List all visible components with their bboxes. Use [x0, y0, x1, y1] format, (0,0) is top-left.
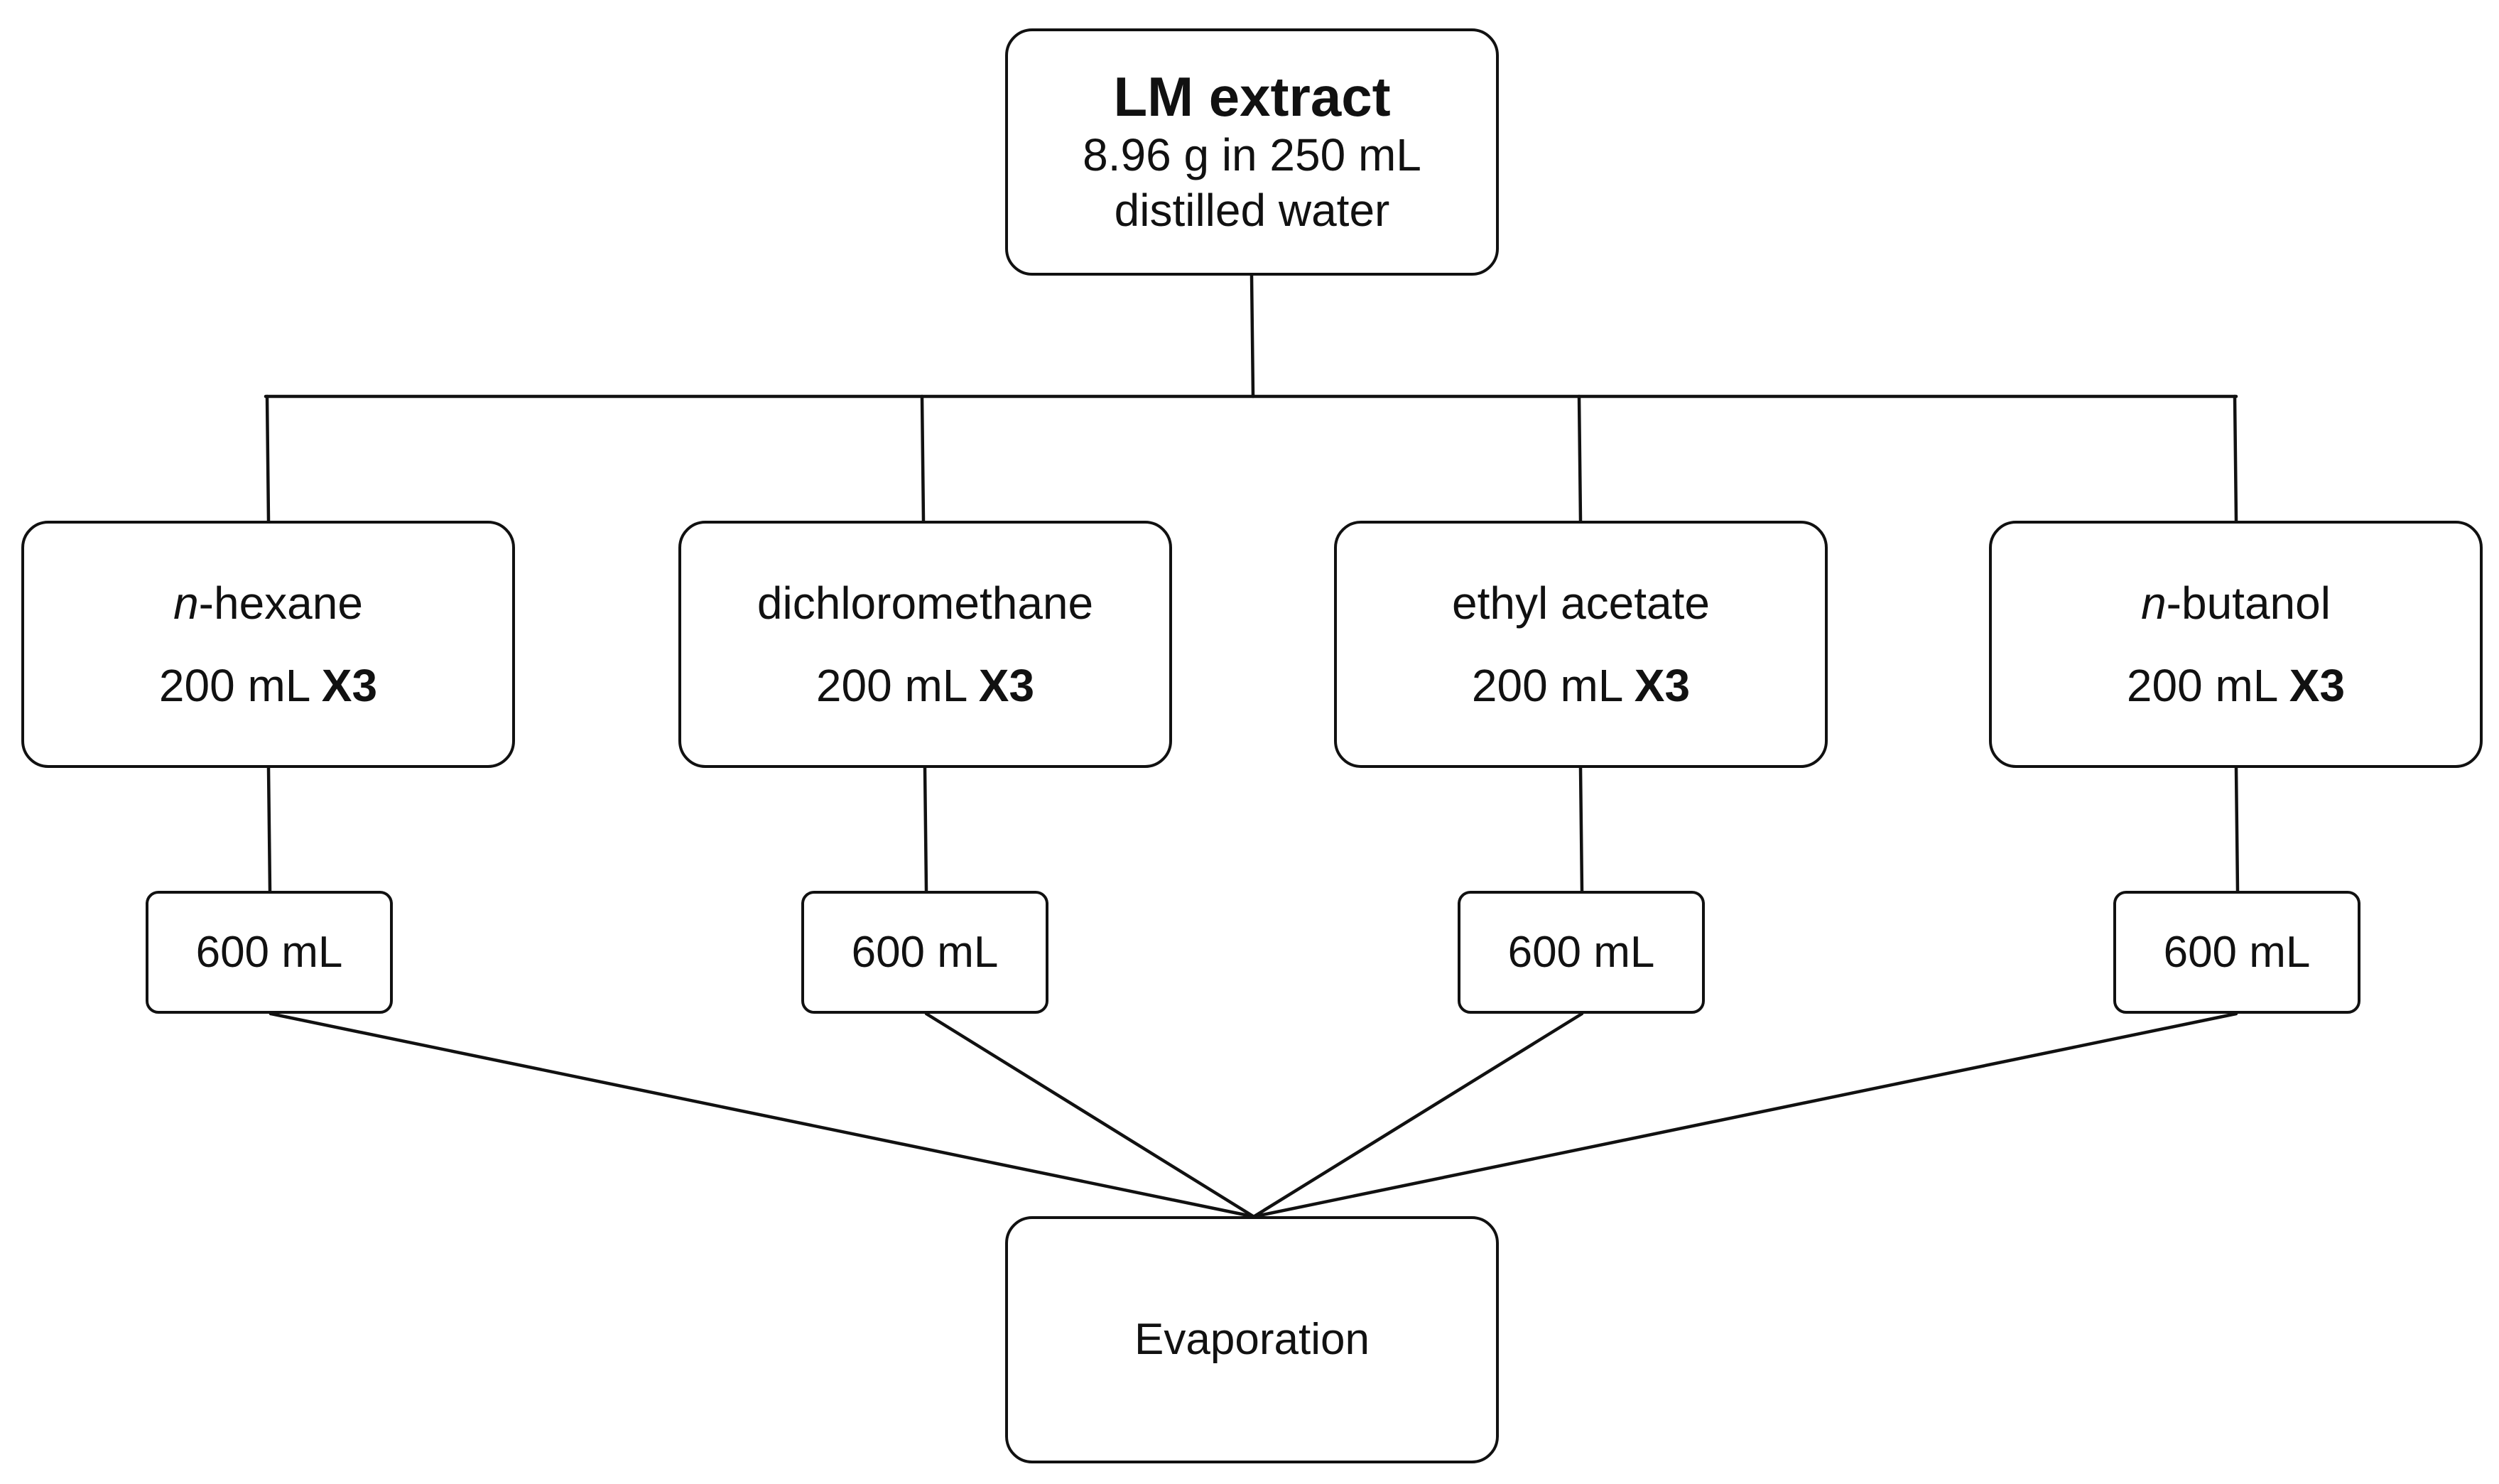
connector-dichloromethane-volume — [923, 766, 928, 893]
connector-ethyl-acetate-volume — [1578, 766, 1584, 893]
lm-extract-title: LM extract — [1113, 65, 1391, 128]
lm-extract-amount: 8.96 g in 250 mL — [1083, 129, 1421, 180]
connector-ethyl-acetate-evaporation — [1252, 1012, 1584, 1218]
collected-volume-hexane: 600 mL — [146, 891, 393, 1014]
solvent-name: ethyl acetate — [1452, 578, 1710, 629]
connector-dichloromethane-evaporation — [924, 1012, 1255, 1218]
connector-butanol-volume — [2234, 766, 2240, 893]
connector-bus-butanol — [2233, 394, 2238, 523]
connector-hexane-volume — [266, 766, 272, 893]
solvent-box-dichloromethane: dichloromethane 200 mL X3 — [678, 521, 1172, 768]
evaporation-label: Evaporation — [1134, 1315, 1370, 1364]
lm-extract-box: LM extract 8.96 g in 250 mL distilled wa… — [1005, 28, 1499, 276]
connector-bus-dichloromethane — [920, 394, 926, 523]
collected-volume-label: 600 mL — [195, 927, 343, 977]
solvent-name: dichloromethane — [757, 578, 1094, 629]
collected-volume-label: 600 mL — [1507, 927, 1655, 977]
connector-hexane-evaporation — [269, 1012, 1254, 1218]
collected-volume-label: 600 mL — [2163, 927, 2311, 977]
collected-volume-ethyl-acetate: 600 mL — [1458, 891, 1705, 1014]
evaporation-box: Evaporation — [1005, 1216, 1499, 1463]
collected-volume-label: 600 mL — [851, 927, 999, 977]
connector-butanol-evaporation — [1254, 1012, 2238, 1218]
solvent-volume: 200 mL X3 — [815, 660, 1035, 711]
collected-volume-dichloromethane: 600 mL — [801, 891, 1048, 1014]
solvent-volume: 200 mL X3 — [158, 660, 378, 711]
connector-root-down — [1250, 273, 1255, 399]
solvent-name: n-butanol — [2141, 578, 2331, 629]
solvent-volume: 200 mL X3 — [1471, 660, 1691, 711]
lm-extract-solvent: distilled water — [1114, 185, 1390, 236]
connector-bus-ethyl-acetate — [1577, 394, 1583, 523]
solvent-box-ethyl-acetate: ethyl acetate 200 mL X3 — [1334, 521, 1828, 768]
solvent-volume: 200 mL X3 — [2126, 660, 2346, 711]
solvent-box-hexane: n-hexane 200 mL X3 — [21, 521, 515, 768]
solvent-box-butanol: n-butanol 200 mL X3 — [1989, 521, 2483, 768]
solvent-name: n-hexane — [173, 578, 363, 629]
connector-bus-hexane — [265, 394, 271, 523]
collected-volume-butanol: 600 mL — [2113, 891, 2360, 1014]
